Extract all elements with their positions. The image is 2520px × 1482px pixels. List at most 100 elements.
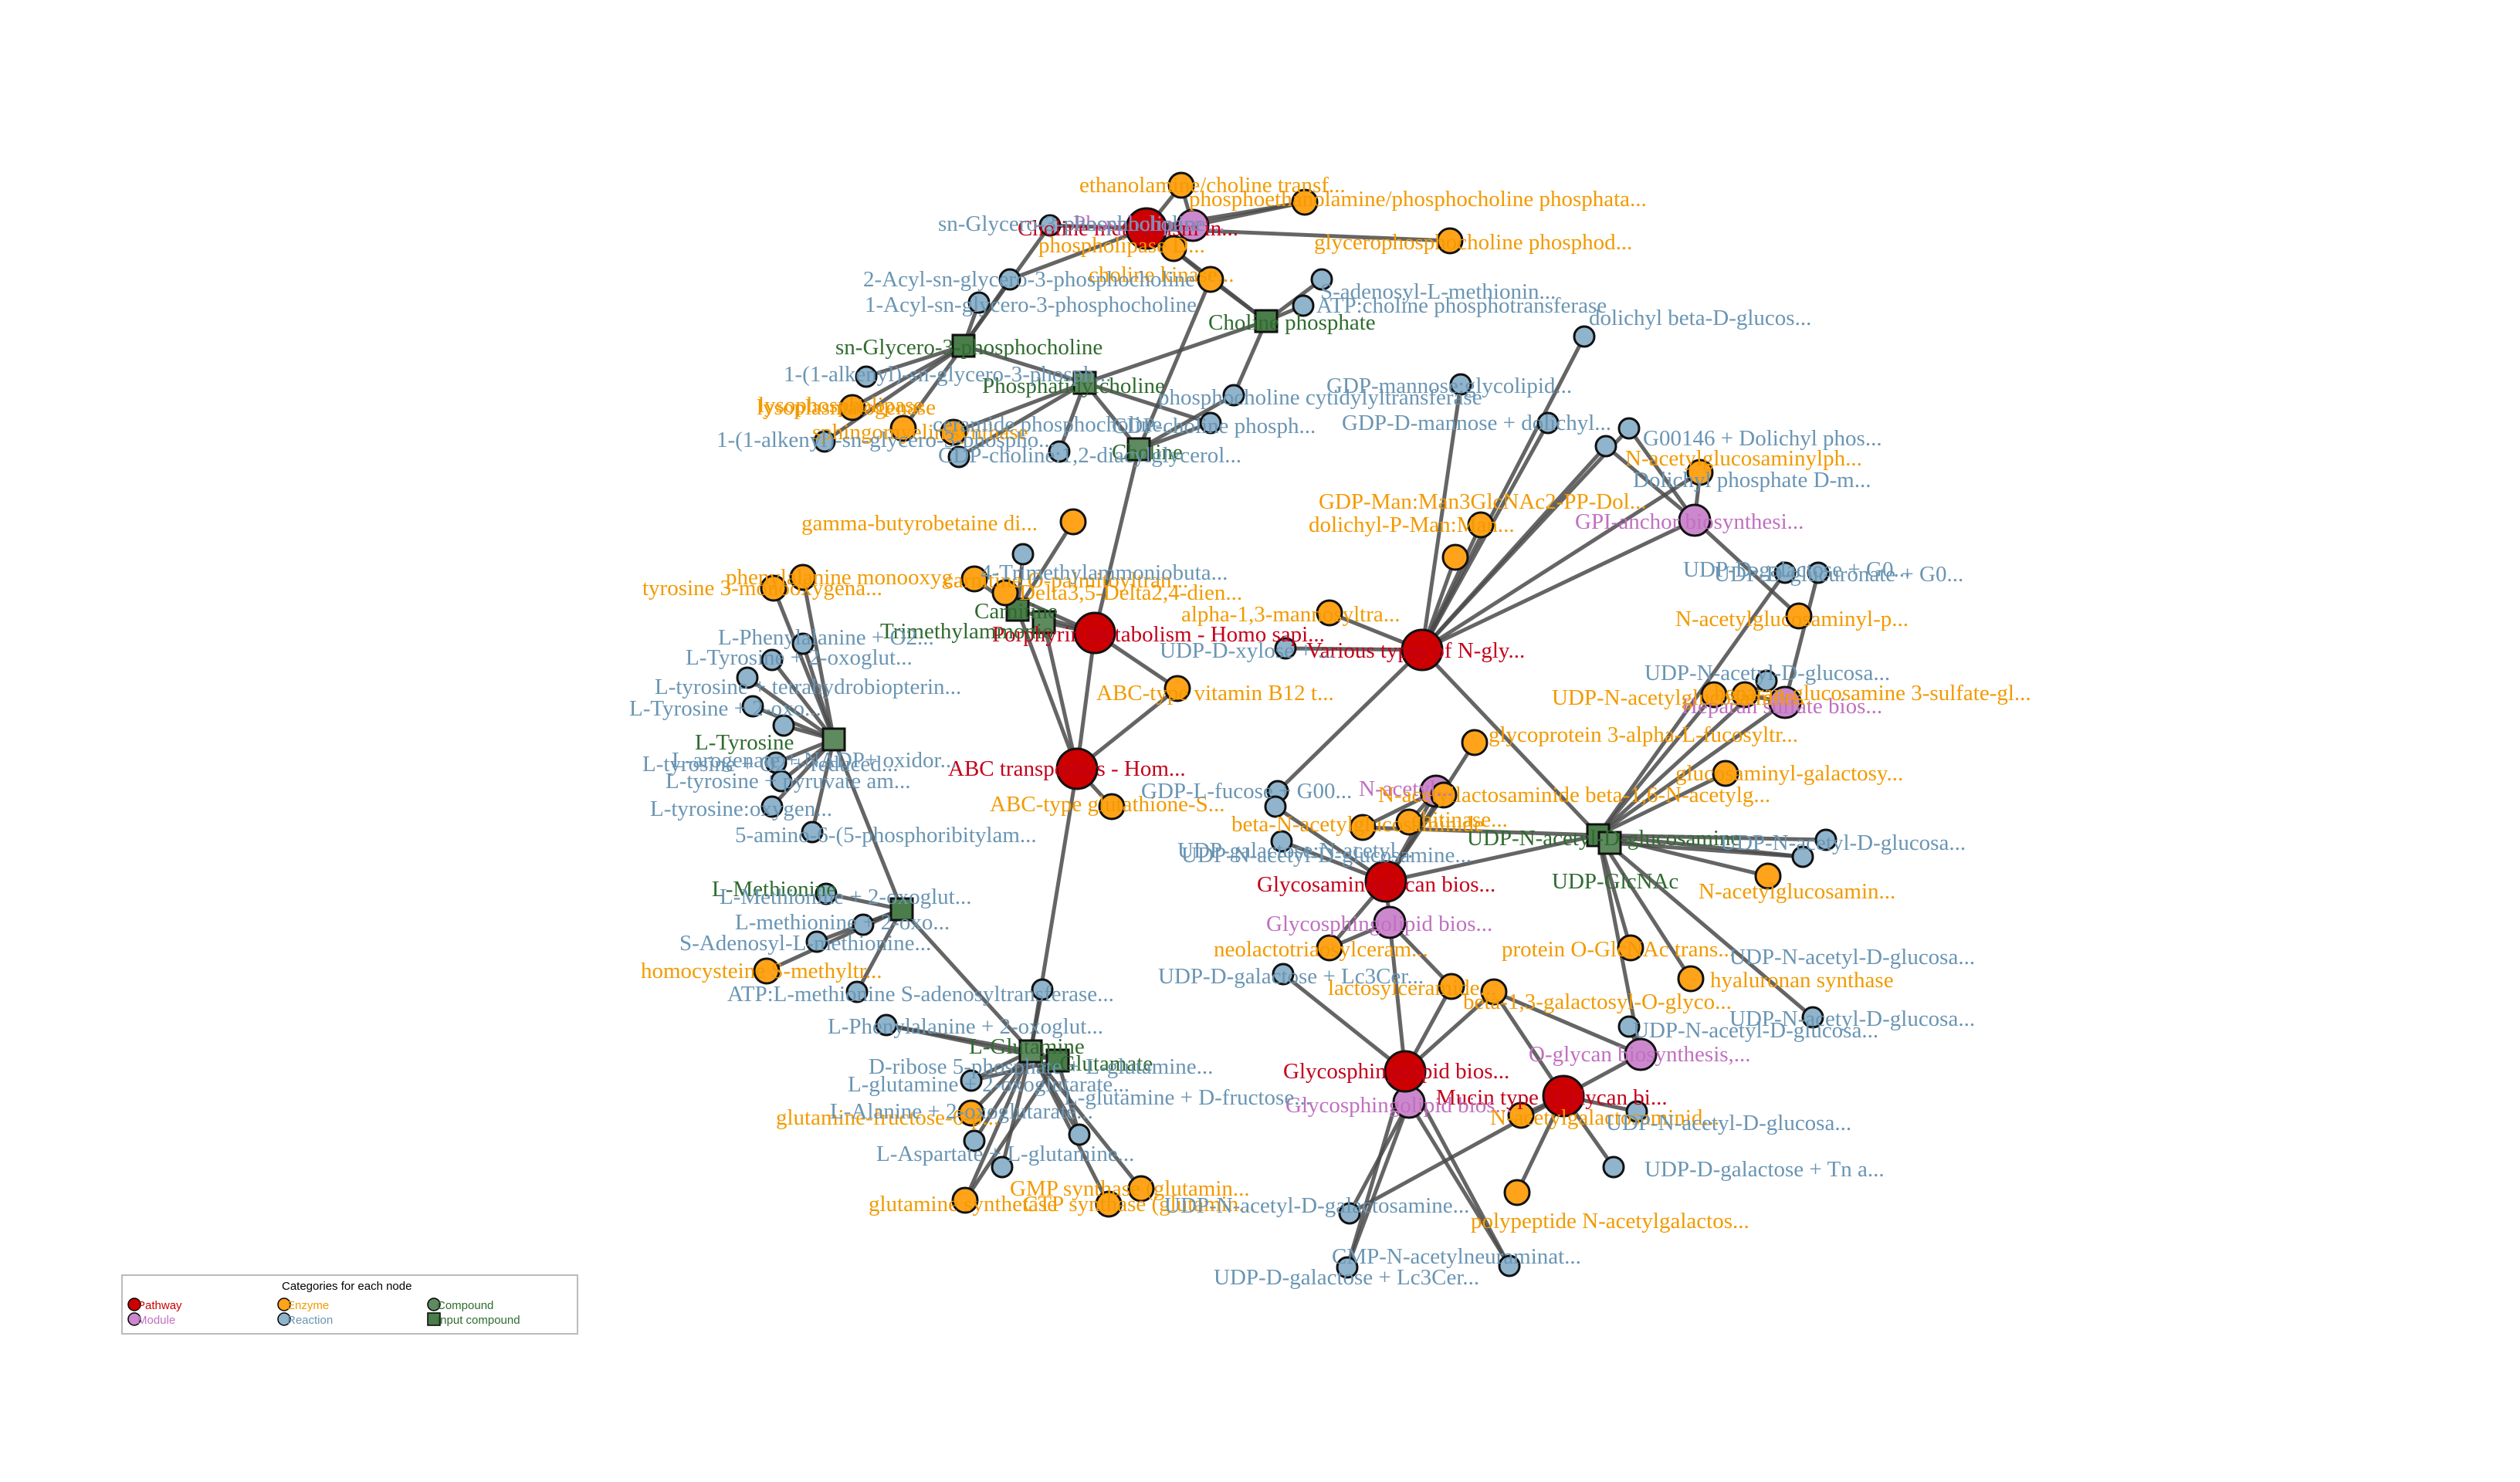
- reaction-node-r14[interactable]: [760, 648, 784, 672]
- reaction-node-r52[interactable]: [1625, 1100, 1648, 1123]
- input-compound-node-methionine[interactable]: [889, 897, 914, 922]
- reaction-node-r26[interactable]: [875, 1013, 898, 1037]
- reaction-node-r28[interactable]: [963, 1129, 986, 1152]
- reaction-node-r24[interactable]: [845, 980, 869, 1003]
- enzyme-node-e17[interactable]: [957, 1099, 985, 1127]
- enzyme-node-e16[interactable]: [753, 957, 781, 985]
- enzyme-node-e23[interactable]: [1441, 543, 1469, 571]
- input-compound-node-sn_glycero[interactable]: [951, 333, 976, 358]
- reaction-node-r53[interactable]: [1617, 1015, 1641, 1038]
- reaction-node-r48[interactable]: [1814, 828, 1838, 851]
- reaction-node-r5[interactable]: [813, 430, 836, 453]
- reaction-node-r51[interactable]: [1338, 1202, 1361, 1225]
- compound-node-phosphatidyl[interactable]: [1072, 370, 1097, 395]
- enzyme-node-e19[interactable]: [1095, 1190, 1123, 1218]
- reaction-node-r13[interactable]: [791, 632, 815, 655]
- enzyme-node-e4[interactable]: [1436, 227, 1464, 255]
- enzyme-node-e33[interactable]: [1503, 1179, 1531, 1206]
- reaction-node-r49[interactable]: [1791, 845, 1814, 868]
- enzyme-node-e37[interactable]: [1712, 760, 1739, 787]
- reaction-node-r18[interactable]: [772, 714, 795, 737]
- module-node-glycosphingo_mod[interactable]: [1373, 905, 1407, 939]
- enzyme-node-e26[interactable]: [1700, 681, 1728, 709]
- pathway-node-gag_bios[interactable]: [1364, 860, 1407, 903]
- reaction-node-r11[interactable]: [1199, 411, 1222, 435]
- reaction-node-r35[interactable]: [1336, 1256, 1359, 1279]
- enzyme-node-e14[interactable]: [1163, 675, 1191, 702]
- enzyme-node-e7[interactable]: [889, 414, 917, 442]
- reaction-node-r31[interactable]: [1031, 978, 1054, 1001]
- reaction-node-r20[interactable]: [760, 795, 784, 818]
- reaction-node-r22[interactable]: [815, 882, 838, 905]
- module-node-gpi_anchor[interactable]: [1678, 503, 1712, 537]
- pathway-node-abc_trans[interactable]: [1055, 747, 1099, 790]
- enzyme-node-e21[interactable]: [1316, 599, 1343, 627]
- pathway-node-various_ngly[interactable]: [1401, 628, 1444, 672]
- reaction-node-r46[interactable]: [1755, 669, 1778, 692]
- reaction-node-r2[interactable]: [998, 268, 1021, 291]
- reaction-node-r47[interactable]: [1264, 795, 1287, 818]
- reaction-node-r15[interactable]: [736, 666, 759, 689]
- enzyme-node-e40[interactable]: [1395, 808, 1423, 836]
- reaction-node-r4[interactable]: [855, 365, 878, 388]
- pathway-node-glyco_lipid[interactable]: [1384, 1050, 1427, 1093]
- enzyme-node-e31[interactable]: [1480, 978, 1508, 1006]
- reaction-node-r6[interactable]: [947, 445, 970, 469]
- pathway-node-mucin[interactable]: [1542, 1074, 1585, 1118]
- module-node-phospholipase_mod[interactable]: [1176, 208, 1210, 242]
- enzyme-node-e22[interactable]: [1467, 511, 1495, 539]
- enzyme-node-e38[interactable]: [1754, 862, 1782, 890]
- reaction-node-r32[interactable]: [1272, 963, 1295, 986]
- reaction-node-r10[interactable]: [1222, 384, 1245, 407]
- enzyme-node-e8[interactable]: [940, 418, 967, 446]
- reaction-node-r34[interactable]: [1498, 1254, 1521, 1277]
- compound-node-udp_glcnac_c[interactable]: [1597, 831, 1622, 855]
- compound-node-lglutamine[interactable]: [1018, 1039, 1043, 1064]
- enzyme-node-e20[interactable]: [1127, 1175, 1155, 1203]
- enzyme-node-e12[interactable]: [960, 565, 988, 593]
- compound-node-choline[interactable]: [1126, 437, 1151, 462]
- enzyme-node-e3[interactable]: [1291, 188, 1319, 216]
- enzyme-node-e24[interactable]: [1686, 458, 1714, 486]
- reaction-node-r38[interactable]: [1536, 411, 1560, 435]
- compound-node-ltyrosine[interactable]: [821, 727, 846, 752]
- reaction-node-r3[interactable]: [967, 291, 991, 314]
- enzyme-node-e10[interactable]: [760, 574, 788, 602]
- enzyme-node-e5[interactable]: [1160, 235, 1187, 262]
- enzyme-node-e35[interactable]: [1461, 729, 1489, 756]
- reaction-node-r45[interactable]: [1773, 561, 1797, 584]
- enzyme-node-e27[interactable]: [1349, 814, 1377, 841]
- reaction-node-r23[interactable]: [805, 930, 828, 953]
- reaction-node-r7[interactable]: [1048, 440, 1071, 463]
- input-compound-node-choline_p[interactable]: [1254, 309, 1279, 333]
- reaction-node-r16[interactable]: [741, 695, 764, 718]
- enzyme-node-e13[interactable]: [991, 579, 1019, 607]
- enzyme-node-e11[interactable]: [789, 563, 817, 591]
- enzyme-node-e2[interactable]: [838, 394, 866, 421]
- enzyme-node-e15[interactable]: [1098, 793, 1126, 821]
- enzyme-node-e25[interactable]: [1785, 602, 1813, 630]
- enzyme-node-e36[interactable]: [1430, 781, 1458, 809]
- reaction-node-r1[interactable]: [1038, 214, 1062, 237]
- enzyme-node-e29[interactable]: [1617, 934, 1644, 962]
- compound-node-trimethyl[interactable]: [1031, 610, 1056, 634]
- reaction-node-r9[interactable]: [1310, 268, 1333, 291]
- reaction-node-r42[interactable]: [1270, 830, 1293, 853]
- reaction-node-r41[interactable]: [1807, 561, 1830, 584]
- enzyme-node-e1[interactable]: [1167, 171, 1195, 199]
- reaction-node-r27[interactable]: [960, 1069, 983, 1092]
- enzyme-node-e28[interactable]: [1316, 934, 1343, 962]
- reaction-node-r43[interactable]: [1274, 637, 1297, 660]
- reaction-node-r8[interactable]: [1292, 294, 1315, 317]
- enzyme-node-e6[interactable]: [1197, 266, 1224, 293]
- module-node-mucin_mod[interactable]: [1624, 1037, 1658, 1071]
- enzyme-node-e34[interactable]: [1731, 681, 1759, 709]
- reaction-node-r39[interactable]: [1594, 435, 1617, 458]
- enzyme-node-e18[interactable]: [951, 1186, 979, 1214]
- input-compound-node-lglutamate[interactable]: [1045, 1048, 1070, 1073]
- reaction-node-r33[interactable]: [1602, 1155, 1625, 1179]
- reaction-node-r30[interactable]: [1068, 1123, 1091, 1146]
- reaction-node-r25[interactable]: [852, 913, 875, 936]
- enzyme-node-e39[interactable]: [1677, 965, 1705, 993]
- pathway-node-choline_met[interactable]: [1125, 207, 1168, 250]
